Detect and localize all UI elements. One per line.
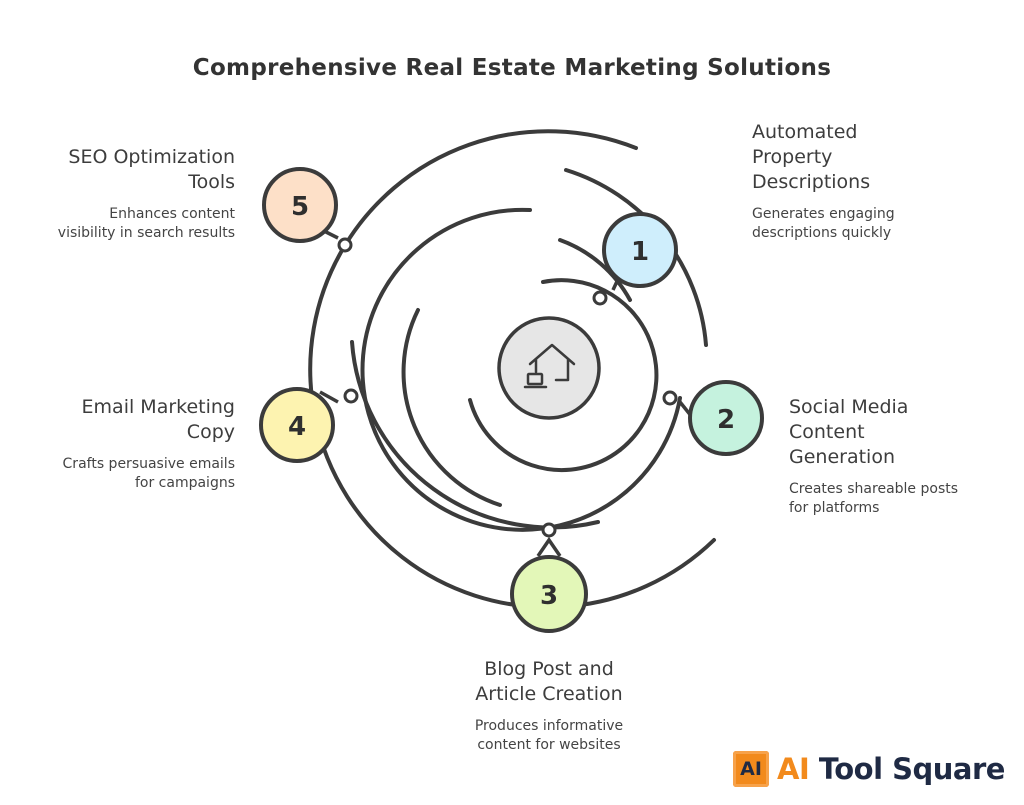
badge-circle-2 (688, 380, 764, 456)
logo-text: AI Tool Square (777, 752, 1005, 786)
step-5-description-line: Enhances content (109, 206, 235, 222)
step-1-heading: Automated Property Descriptions (752, 120, 992, 195)
step-4-heading-line: Email Marketing (81, 396, 235, 418)
step-2-text: Social Media Content Generation Creates … (789, 395, 1009, 518)
connector-dot-4 (343, 388, 359, 404)
step-4-description-line: for campaigns (134, 475, 235, 491)
step-2-description-line: Creates shareable posts (789, 481, 959, 497)
logo-text-rest: Tool Square (809, 752, 1006, 786)
step-5-description-line: visibility in search results (57, 225, 235, 241)
inner-arc-2 (468, 398, 622, 473)
brand-logo: AI AI Tool Square (733, 748, 1005, 790)
badge-number-4: 4 (288, 412, 306, 442)
step-3-description-line: content for websites (477, 737, 621, 753)
center-circle (497, 316, 601, 420)
step-5-heading-line: SEO Optimization (68, 146, 235, 168)
step-5-text: SEO Optimization Tools Enhances content … (20, 145, 235, 243)
ring-arc-4 (360, 207, 682, 532)
badge-number-1: 1 (631, 237, 649, 267)
connector-dot-5 (337, 237, 353, 253)
step-2-heading: Social Media Content Generation (789, 395, 1009, 470)
page-title: Comprehensive Real Estate Marketing Solu… (192, 55, 832, 81)
step-2-heading-line: Content (789, 421, 865, 443)
step-4-description-line: Crafts persuasive emails (62, 456, 235, 472)
step-3-heading-line: Blog Post and (484, 658, 614, 680)
logo-text-ai: AI (777, 752, 810, 786)
badge-number-5: 5 (291, 192, 309, 222)
step-3-text: Blog Post and Article Creation Produces … (419, 657, 679, 755)
step-5-heading-line: Tools (188, 171, 235, 193)
house-laptop-icon (523, 343, 576, 389)
connector-dot-2 (662, 390, 678, 406)
step-badge-5: 5 (262, 167, 339, 243)
step-1-description-line: descriptions quickly (752, 225, 892, 241)
step-badge-1: 1 (602, 212, 678, 291)
step-5-heading: SEO Optimization Tools (20, 145, 235, 195)
step-3-description: Produces informative content for website… (419, 717, 679, 755)
step-1-description-line: Generates engaging (752, 206, 895, 222)
step-4-text: Email Marketing Copy Crafts persuasive e… (20, 395, 235, 493)
badge-number-2: 2 (717, 405, 735, 435)
badge-circle-4 (259, 387, 335, 463)
step-1-heading-line: Descriptions (752, 171, 871, 193)
connector-dot-3 (541, 522, 557, 538)
step-1-heading-line: Property (752, 146, 833, 168)
step-badge-4: 4 (259, 387, 339, 463)
connector-dot-1 (592, 290, 608, 306)
step-badge-2: 2 (678, 380, 764, 456)
ring-arc-6 (401, 308, 502, 507)
step-1-text: Automated Property Descriptions Generate… (752, 120, 992, 243)
badge-circle-3 (510, 555, 588, 633)
step-3-description-line: Produces informative (474, 718, 624, 734)
logo-mark-icon: AI (733, 751, 769, 787)
badge-circle-5 (262, 167, 338, 243)
step-2-heading-line: Generation (789, 446, 895, 468)
step-1-heading-line: Automated (752, 121, 858, 143)
step-3-heading-line: Article Creation (475, 683, 623, 705)
step-2-heading-line: Social Media (789, 396, 909, 418)
step-badge-3: 3 (510, 536, 588, 633)
step-4-description: Crafts persuasive emails for campaigns (20, 455, 235, 493)
inner-arc (541, 278, 659, 452)
ring-arc-5 (558, 238, 632, 302)
step-5-description: Enhances content visibility in search re… (20, 205, 235, 243)
step-4-heading: Email Marketing Copy (20, 395, 235, 445)
step-2-description: Creates shareable posts for platforms (789, 480, 1009, 518)
step-2-description-line: for platforms (789, 500, 880, 516)
step-4-heading-line: Copy (186, 421, 235, 443)
badge-circle-1 (602, 212, 678, 288)
step-1-description: Generates engaging descriptions quickly (752, 205, 992, 243)
step-3-heading: Blog Post and Article Creation (419, 657, 679, 707)
badge-number-3: 3 (540, 581, 558, 611)
